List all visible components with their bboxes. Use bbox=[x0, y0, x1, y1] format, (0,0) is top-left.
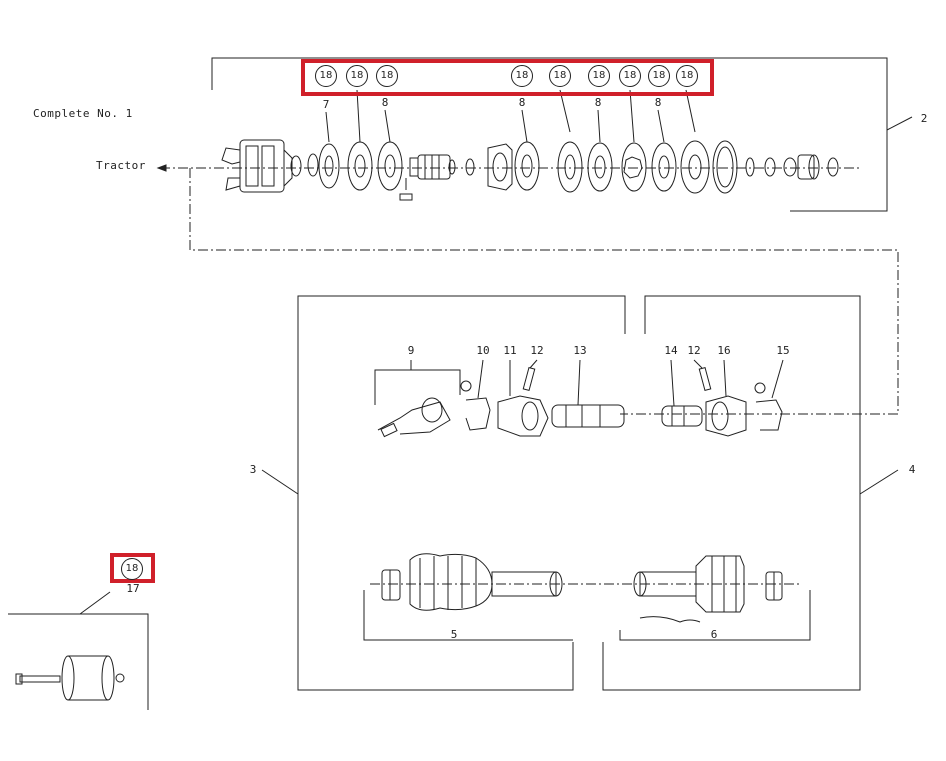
callout-10: 10 bbox=[476, 344, 490, 357]
callout-18-badge[interactable]: 18 bbox=[619, 65, 641, 87]
callout-8: 8 bbox=[654, 96, 662, 109]
callout-2: 2 bbox=[920, 112, 928, 125]
yoke-drawing bbox=[221, 139, 293, 193]
callout-18-badge[interactable]: 18 bbox=[549, 65, 571, 87]
tractor-label: Tractor bbox=[96, 159, 146, 172]
frame-group-3 bbox=[297, 295, 626, 691]
callout-13: 13 bbox=[573, 344, 587, 357]
callout-18-badge[interactable]: 18 bbox=[588, 65, 610, 87]
callout-18-badge[interactable]: 18 bbox=[376, 65, 398, 87]
callout-6: 6 bbox=[710, 628, 718, 641]
callout-12: 12 bbox=[530, 344, 544, 357]
complete-label: Complete No. 1 bbox=[33, 107, 133, 120]
frame-top bbox=[211, 57, 888, 212]
frame-part-17 bbox=[8, 613, 149, 710]
callout-14: 14 bbox=[664, 344, 678, 357]
callout-7: 7 bbox=[322, 98, 330, 111]
callout-17: 17 bbox=[126, 582, 140, 595]
highlight-top-callouts bbox=[301, 59, 714, 96]
callout-8: 8 bbox=[594, 96, 602, 109]
callout-4: 4 bbox=[908, 463, 916, 476]
callout-8: 8 bbox=[518, 96, 526, 109]
callout-18-badge[interactable]: 18 bbox=[648, 65, 670, 87]
callout-8: 8 bbox=[381, 96, 389, 109]
callout-11: 11 bbox=[503, 344, 517, 357]
callout-15: 15 bbox=[776, 344, 790, 357]
callout-18-badge[interactable]: 18 bbox=[346, 65, 368, 87]
callout-9: 9 bbox=[407, 344, 415, 357]
frame-group-4 bbox=[602, 295, 861, 691]
callout-18-badge[interactable]: 18 bbox=[315, 65, 337, 87]
callout-12: 12 bbox=[687, 344, 701, 357]
callout-5: 5 bbox=[450, 628, 458, 641]
callout-3: 3 bbox=[249, 463, 257, 476]
callout-18-badge[interactable]: 18 bbox=[511, 65, 533, 87]
highlight-part-17-callout bbox=[110, 553, 155, 583]
callout-18-badge[interactable]: 18 bbox=[121, 558, 143, 580]
callout-18-badge[interactable]: 18 bbox=[676, 65, 698, 87]
callout-16: 16 bbox=[717, 344, 731, 357]
